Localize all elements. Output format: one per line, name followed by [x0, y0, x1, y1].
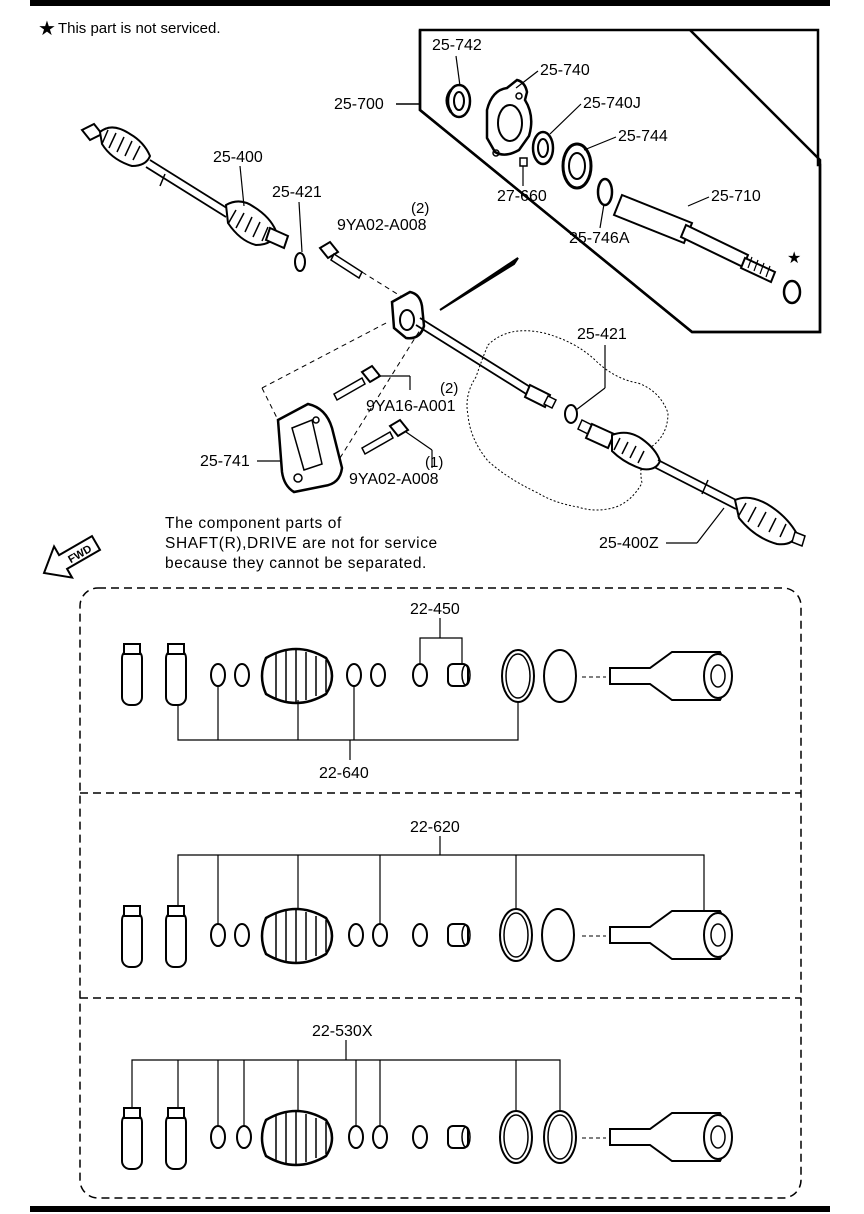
label-bolt-qty-a: (2): [411, 200, 429, 217]
label-25-740j: 25-740J: [583, 95, 641, 112]
bolt-9ya02-a008-lower: [361, 418, 410, 456]
label-22-620: 22-620: [410, 819, 460, 836]
not-serviced-note: ★This part is not serviced.: [38, 16, 221, 41]
drive-shaft-right-25-400z: [577, 418, 806, 548]
label-bolt-9ya02-a008-b: 9YA02-A008: [349, 471, 439, 488]
seal-25-742: [445, 83, 472, 119]
view-arrow: [439, 257, 519, 311]
label-27-660: 27-660: [497, 188, 547, 205]
snap-ring-25-421-b: [564, 404, 578, 424]
label-25-746a: 25-746A: [569, 230, 630, 247]
fwd-arrow-icon: FWD: [42, 534, 102, 579]
service-note-line-3: because they cannot be separated.: [165, 555, 427, 572]
pin-27-660: [519, 157, 528, 167]
service-note-line-1: The component parts of: [165, 515, 342, 532]
bracket-25-741: [276, 402, 344, 494]
label-25-421-b: 25-421: [577, 326, 627, 343]
joint-shaft-25-710: [612, 193, 777, 284]
bearing-housing-25-740: [485, 78, 533, 157]
bottom-border: [30, 1206, 830, 1212]
label-25-421-a: 25-421: [272, 184, 322, 201]
star-icon: ★: [787, 250, 801, 267]
bearing-25-740j: [531, 130, 555, 166]
label-25-700: 25-700: [334, 96, 384, 113]
kit-row-22-640: [121, 618, 733, 760]
star-icon: ★: [38, 18, 56, 40]
label-25-740: 25-740: [540, 62, 590, 79]
service-note-line-2: SHAFT(R),DRIVE are not for service: [165, 535, 438, 552]
kit-inset-frame: [418, 28, 822, 334]
kit-row-22-530x: [121, 1040, 733, 1170]
label-bolt-qty-c: (1): [425, 454, 443, 471]
label-22-450: 22-450: [410, 601, 460, 618]
label-22-530x: 22-530X: [312, 1023, 373, 1040]
label-25-742: 25-742: [432, 37, 482, 54]
transmission-outline: [466, 330, 669, 511]
snap-ring-25-746a: [596, 177, 614, 207]
label-bolt-9ya16-a001: 9YA16-A001: [366, 398, 456, 415]
center-bracket: [390, 290, 426, 340]
component-panel-frame: [79, 587, 802, 1199]
label-25-400: 25-400: [213, 149, 263, 166]
snap-ring-25-421-a: [294, 252, 306, 272]
label-25-400z: 25-400Z: [599, 535, 659, 552]
label-25-710: 25-710: [711, 188, 761, 205]
top-border: [30, 0, 830, 6]
label-bolt-9ya02-a008-a: 9YA02-A008: [337, 217, 427, 234]
service-note: The component parts of SHAFT(R),DRIVE ar…: [165, 514, 438, 574]
drive-shaft-left-25-400: [80, 122, 290, 250]
bolt-9ya16-a001: [333, 364, 382, 402]
drive-shaft-center: [415, 317, 558, 410]
note-text: This part is not serviced.: [57, 20, 221, 37]
bolt-9ya02-a008-upper: [318, 240, 363, 280]
star-ring: [782, 279, 802, 305]
kit-row-22-620: [121, 836, 733, 968]
label-25-744: 25-744: [618, 128, 668, 145]
seal-25-744: [561, 142, 593, 190]
label-bolt-qty-b: (2): [440, 380, 458, 397]
label-25-741: 25-741: [200, 453, 250, 470]
label-22-640: 22-640: [319, 765, 369, 782]
